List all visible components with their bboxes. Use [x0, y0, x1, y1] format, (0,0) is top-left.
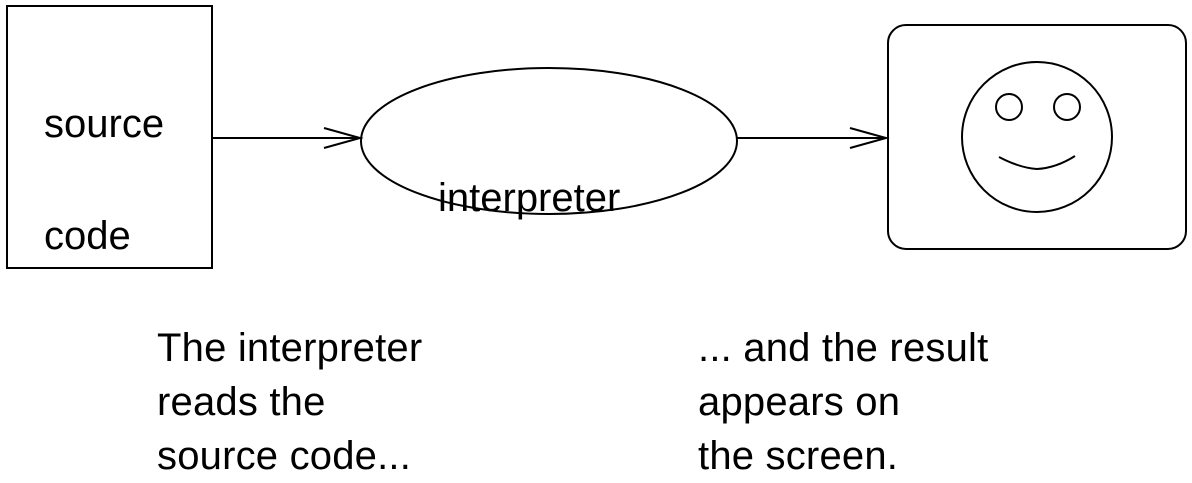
arrow-source-to-interpreter [212, 127, 364, 149]
smiley-right-eye [1053, 93, 1081, 121]
right-caption-line-2: appears on [698, 380, 901, 424]
right-caption: ... and the result appears on the screen… [698, 321, 988, 483]
left-caption-line-3: source code... [157, 434, 412, 478]
right-caption-line-1: ... and the result [698, 326, 989, 370]
arrow-interpreter-to-screen [737, 127, 890, 149]
right-caption-line-3: the screen. [698, 434, 899, 478]
smiley-left-eye [995, 93, 1023, 121]
source-code-label: source code [44, 40, 164, 320]
source-code-label-line-1: source [44, 102, 165, 146]
left-caption-line-2: reads the [157, 380, 326, 424]
interpreter-ellipse [360, 67, 738, 215]
interpreter-label: interpreter [438, 114, 620, 282]
interpreter-label-text: interpreter [438, 176, 621, 220]
left-caption-line-1: The interpreter [157, 326, 423, 370]
smiley-face-icon [961, 61, 1113, 213]
screen-box [887, 24, 1187, 250]
smiley-mouth [998, 155, 1076, 171]
source-code-label-line-2: code [44, 214, 131, 258]
left-caption: The interpreter reads the source code... [157, 321, 422, 483]
